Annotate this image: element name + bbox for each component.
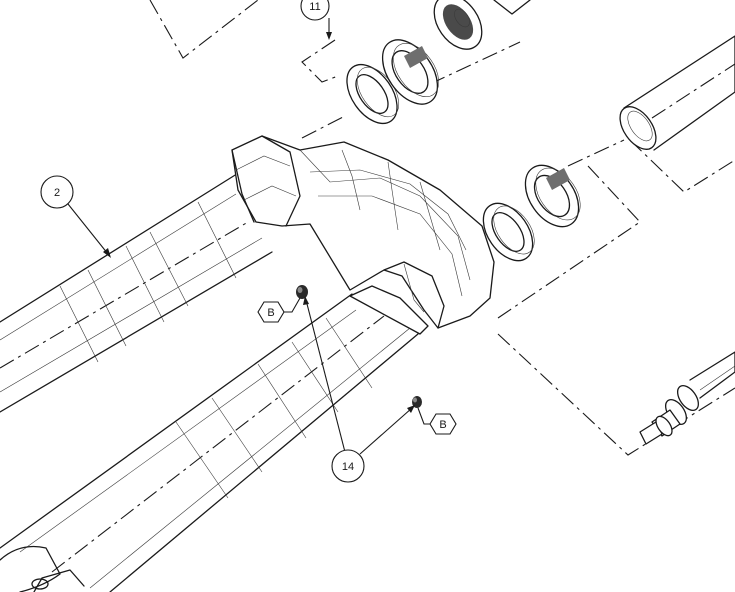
callout-14-label: 14 xyxy=(342,461,354,473)
left-stanchion xyxy=(0,171,280,413)
callout-2-label: 2 xyxy=(54,187,60,199)
leader-lines xyxy=(67,18,432,457)
detail-ref-lower-label: B xyxy=(439,419,446,431)
detail-ref-lower: B xyxy=(429,413,457,435)
fork-crown xyxy=(231,135,495,329)
callout-2: 2 xyxy=(40,175,74,209)
callout-11-label: 11 xyxy=(309,1,320,13)
bolt-upper xyxy=(296,285,308,299)
detail-ref-upper: B xyxy=(257,301,285,323)
callout-14: 14 xyxy=(331,449,365,483)
callout-11: 11 xyxy=(300,0,330,21)
detail-ref-upper-label: B xyxy=(267,307,274,319)
bolt-lower xyxy=(412,396,422,408)
upper-headset-bearings xyxy=(346,0,531,125)
right-stanchion xyxy=(0,285,429,592)
lower-headset-bearings xyxy=(482,164,581,262)
assembly-lines xyxy=(149,0,735,456)
remote-cable-fitting xyxy=(639,351,735,445)
steerer-tube xyxy=(619,35,735,151)
